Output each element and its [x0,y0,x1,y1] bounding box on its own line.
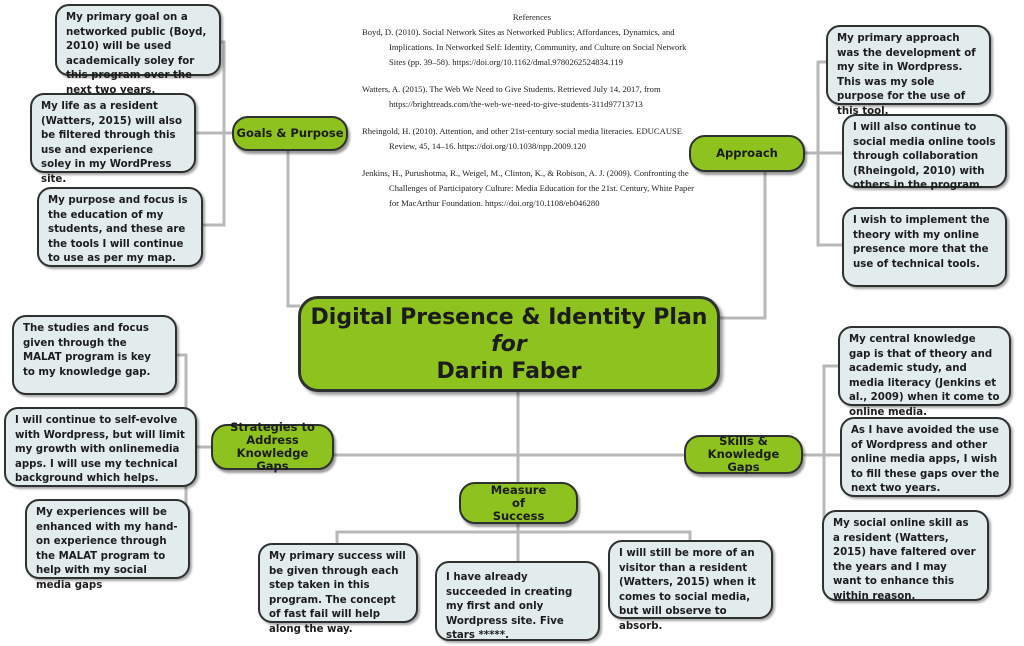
strategies-item-1: The studies and focus given through the … [12,315,177,395]
strategies-item-2: I will continue to self-evolve with Word… [4,407,197,487]
measure-node: Measure of Success [459,482,578,524]
goals-item-1: My primary goal on a networked public (B… [55,4,221,96]
strategies-node: Strategies to Address Knowledge Gaps [211,421,334,473]
reference-watters: Watters, A. (2015). The Web We Need to G… [362,84,661,109]
skills-item-2: As I have avoided the use of Wordpress a… [840,417,1011,497]
reference-boyd: Boyd, D. (2010). Social Network Sites as… [362,27,687,67]
references-title: References [512,12,552,22]
reference-jenkins: Jenkins, H., Purushotma, R., Weigel, M.,… [362,168,695,208]
references: References Boyd, D. (2010). Social Netwo… [362,10,702,223]
center-title: Digital Presence & Identity Plan [310,305,708,330]
approach-item-3: I wish to implement the theory with my o… [842,207,1007,287]
center-name: Darin Faber [436,359,582,384]
goals-item-3: My purpose and focus is the education of… [37,187,203,267]
skills-item-1: My central knowledge gap is that of theo… [838,326,1011,418]
central-node: Digital Presence & Identity Plan for Dar… [298,296,720,392]
approach-item-1: My primary approach was the development … [826,25,991,117]
strategies-item-3: My experiences will be enhanced with my … [25,499,190,591]
goals-item-2: My life as a resident (Watters, 2015) wi… [30,93,196,185]
measure-item-2: I have already succeeded in creating my … [435,561,600,641]
goals-node: Goals & Purpose [232,116,348,151]
reference-rheingold: Rheingold, H. (2010). Attention, and oth… [362,126,683,151]
measure-item-3: I will still be more of an visitor than … [608,540,773,632]
measure-item-1: My primary success will be given through… [258,543,418,635]
skills-node: Skills & Knowledge Gaps [684,435,803,474]
approach-node: Approach [689,135,805,172]
center-for: for [491,332,527,357]
approach-item-2: I will also continue to social media onl… [842,114,1007,191]
skills-item-3: My social online skill as a resident (Wa… [822,510,989,602]
